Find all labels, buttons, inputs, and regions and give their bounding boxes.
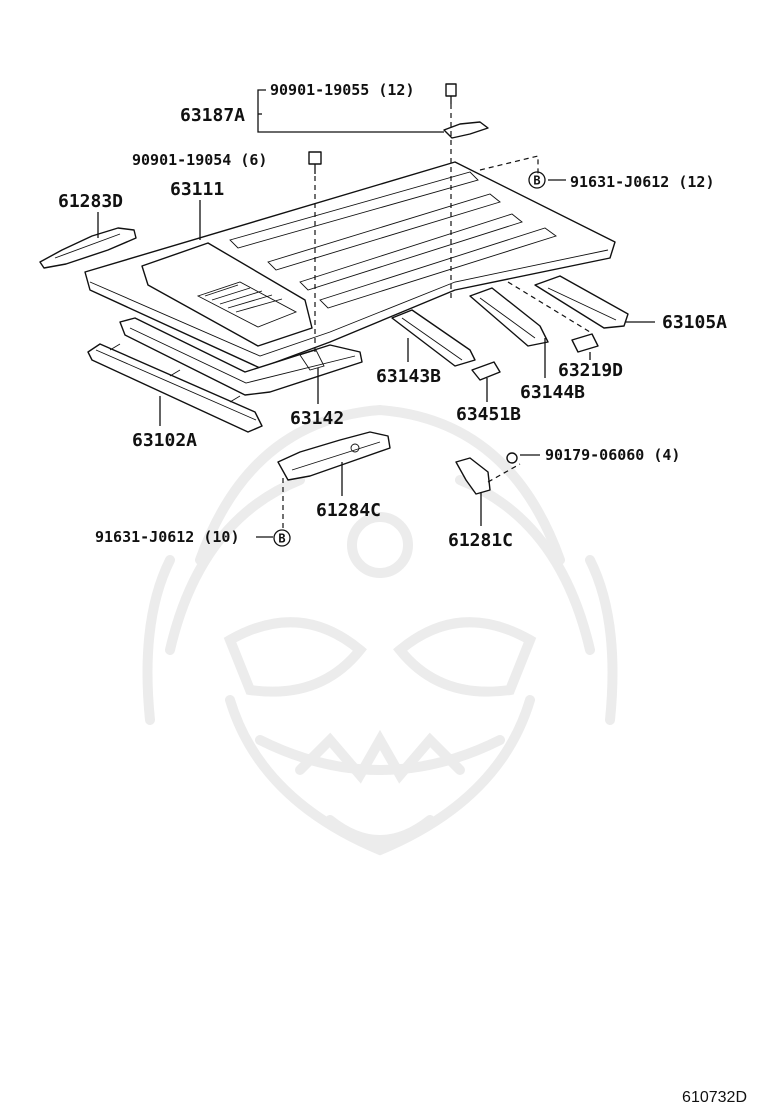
label-63143B: 63143B xyxy=(376,366,441,387)
svg-text:B: B xyxy=(278,532,285,546)
leader-lines xyxy=(97,89,655,538)
circled-b-marker-top: B xyxy=(528,171,546,189)
label-63219D: 63219D xyxy=(558,360,623,381)
bow-63143B xyxy=(391,309,476,367)
bow-63144B xyxy=(469,287,549,347)
bow-63105A xyxy=(534,275,629,329)
label-63144B: 63144B xyxy=(520,382,585,403)
label-63105A: 63105A xyxy=(662,312,727,333)
rail-63102A xyxy=(87,343,263,433)
bolt-icon xyxy=(445,83,457,104)
bracket-63451B xyxy=(471,361,501,381)
label-91631-J0612-10: 91631-J0612 (10) xyxy=(95,528,240,546)
label-91631-J0612-12: 91631-J0612 (12) xyxy=(570,173,715,191)
label-61281C: 61281C xyxy=(448,530,513,551)
pad-63219D xyxy=(571,333,599,353)
bracket-61283D xyxy=(39,227,137,269)
label-90901-19055: 90901-19055 (12) xyxy=(270,81,415,99)
circled-b-marker-bottom: B xyxy=(273,529,291,547)
roof-panel-63111 xyxy=(84,161,616,369)
bracket-63142 xyxy=(119,317,363,396)
figure-code: 610732D xyxy=(682,1089,747,1106)
watermark-emblem xyxy=(142,404,618,856)
alignment-dashes xyxy=(282,104,591,528)
nut-icon xyxy=(506,452,518,464)
svg-text:B: B xyxy=(533,174,540,188)
label-90901-19054: 90901-19054 (6) xyxy=(132,151,267,169)
label-63102A: 63102A xyxy=(132,430,197,451)
bracket-61284C xyxy=(277,431,391,481)
label-63451B: 63451B xyxy=(456,404,521,425)
bracket-61281C xyxy=(455,457,491,495)
label-63187A: 63187A xyxy=(180,105,245,126)
label-63111: 63111 xyxy=(170,179,224,200)
label-61284C: 61284C xyxy=(316,500,381,521)
bracket-63187A xyxy=(443,121,489,139)
bolt-icon xyxy=(308,151,322,174)
label-90179-06060: 90179-06060 (4) xyxy=(545,446,680,464)
label-63142: 63142 xyxy=(290,408,344,429)
label-61283D: 61283D xyxy=(58,191,123,212)
